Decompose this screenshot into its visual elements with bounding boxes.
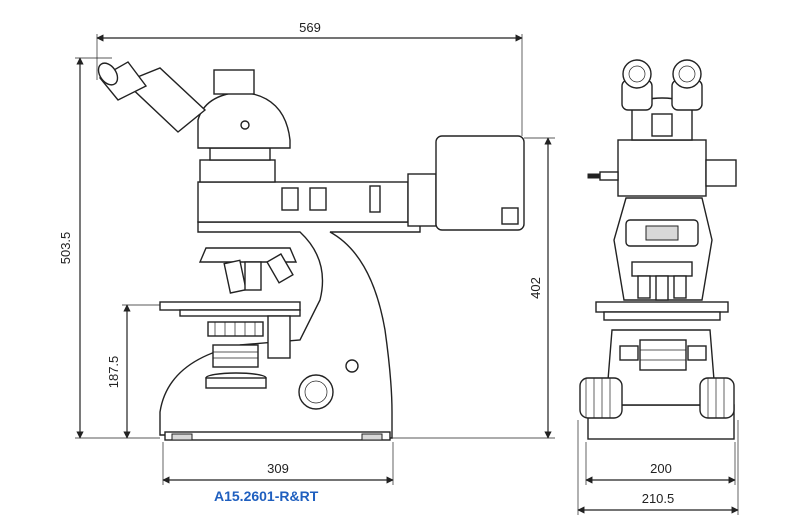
dimension-lines <box>75 34 739 515</box>
model-label: A15.2601-R&RT <box>214 488 319 504</box>
side-view <box>97 61 525 441</box>
dim-base-depth: 309 <box>267 461 289 476</box>
dim-total-height: 503.5 <box>58 232 73 265</box>
front-view <box>579 59 737 440</box>
dim-front-base-width: 200 <box>650 461 672 476</box>
dim-total-width: 569 <box>299 20 321 35</box>
dim-stage-height: 187.5 <box>106 356 121 389</box>
dim-front-total-width: 210.5 <box>642 491 675 506</box>
dim-front-height: 402 <box>528 277 543 299</box>
